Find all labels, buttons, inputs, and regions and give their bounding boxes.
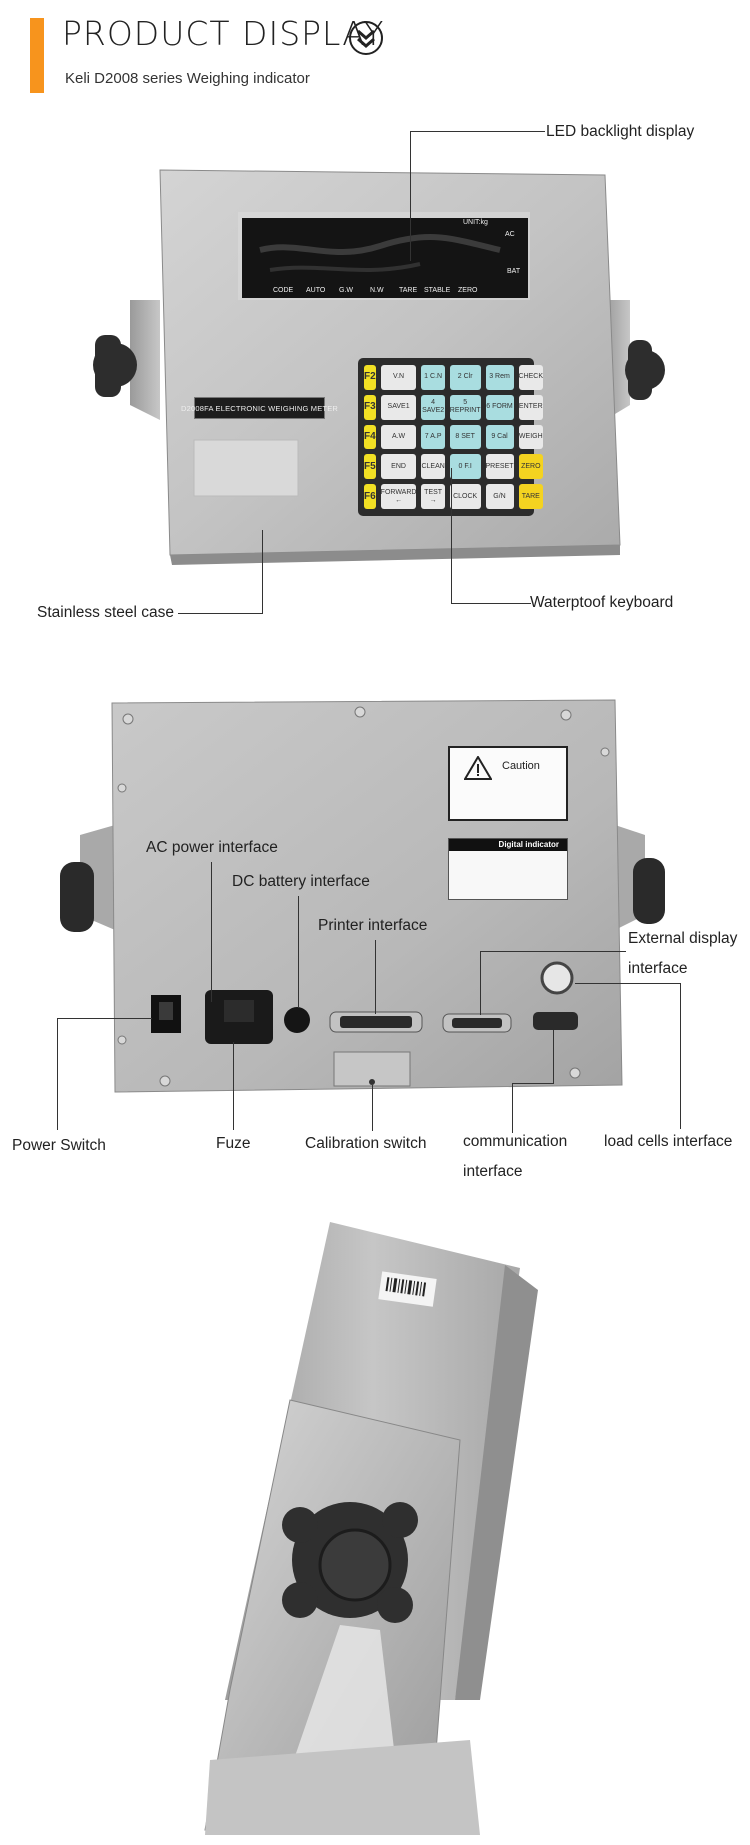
calibration-callout-label: Calibration switch: [305, 1135, 427, 1152]
display-unit-label: UNIT:kg: [463, 219, 488, 226]
communication-callout-label-2: interface: [463, 1163, 523, 1180]
key-2[interactable]: 2 Clr: [449, 365, 481, 390]
external-display-callout-drop: [480, 951, 481, 1015]
display-stable-label: STABLE: [424, 287, 451, 294]
back-view-image: [60, 699, 665, 1093]
display-auto-label: AUTO: [306, 287, 326, 294]
key-5[interactable]: 5 REPRINT: [449, 394, 481, 420]
key-tare[interactable]: TARE: [518, 484, 544, 509]
external-display-callout-line: [480, 951, 626, 952]
calibration-callout-line: [372, 1085, 373, 1131]
dc-battery-callout-label: DC battery interface: [232, 873, 370, 890]
key-4[interactable]: 4 SAVE2: [421, 394, 445, 420]
key-zero[interactable]: ZERO: [518, 454, 544, 480]
fuze-callout-label: Fuze: [216, 1135, 251, 1152]
led-callout-line: [410, 131, 545, 132]
caution-label: Caution: [448, 746, 568, 821]
header-accent-bar: [30, 18, 44, 93]
display-tare-label: TARE: [399, 287, 418, 294]
load-cells-callout-label: load cells interface: [604, 1133, 733, 1150]
key-f5[interactable]: F5: [364, 454, 376, 480]
key-forward[interactable]: FORWARD ←: [380, 484, 417, 509]
digital-indicator-title: Digital indicator: [449, 839, 567, 851]
key-0[interactable]: 0 F.I: [449, 454, 481, 480]
external-display-callout-label-2: interface: [628, 960, 688, 977]
communication-callout-label-1: communication: [463, 1133, 568, 1150]
key-clock[interactable]: CLOCK: [449, 484, 481, 509]
display-gw-label: G.W: [339, 287, 353, 294]
printer-callout-line: [375, 940, 376, 1014]
key-test[interactable]: TEST →: [421, 484, 445, 509]
display-bat-label: BAT: [507, 268, 521, 275]
key-3[interactable]: 3 Rem: [485, 365, 514, 390]
key-7[interactable]: 7 A.P: [421, 424, 445, 450]
power-switch-callout-line: [57, 1018, 152, 1019]
display-nw-label: N.W: [370, 287, 384, 294]
side-view-image: [204, 1222, 538, 1835]
key-f2[interactable]: F2: [364, 365, 376, 390]
external-display-callout-label-1: External display: [628, 930, 738, 947]
case-callout-line: [178, 613, 263, 614]
key-enter[interactable]: ENTER: [518, 394, 544, 420]
communication-callout-rise: [553, 1030, 554, 1084]
load-cells-callout-drop: [680, 983, 681, 1129]
keyboard-callout-drop: [451, 468, 452, 603]
warning-triangle-icon: [464, 756, 492, 780]
key-8[interactable]: 8 SET: [449, 424, 481, 450]
led-callout-drop: [410, 131, 411, 261]
keypad: F2 V.N 1 C.N 2 Clr 3 Rem CHECK F3 SAVE1 …: [358, 358, 544, 516]
model-nameplate: D2008FA ELECTRONIC WEIGHING METER: [181, 397, 338, 419]
power-switch-callout-drop: [57, 1018, 58, 1130]
communication-callout-line: [512, 1083, 554, 1084]
key-f6[interactable]: F6: [364, 484, 376, 509]
ac-power-callout-line: [211, 862, 212, 1002]
double-chevron-down-icon[interactable]: [348, 20, 384, 56]
key-check[interactable]: CHECK: [518, 365, 544, 390]
load-cells-callout-line: [575, 983, 681, 984]
key-6[interactable]: 6 FORM: [485, 394, 514, 420]
dc-battery-callout-line: [298, 896, 299, 1008]
communication-callout-drop: [512, 1083, 513, 1133]
key-f3[interactable]: F3: [364, 394, 376, 420]
page-subtitle: Keli D2008 series Weighing indicator: [65, 70, 310, 87]
key-1[interactable]: 1 C.N: [421, 365, 445, 390]
key-vn[interactable]: V.N: [380, 365, 417, 390]
digital-indicator-label: Digital indicator: [448, 838, 568, 900]
display-ac-label: AC: [505, 231, 515, 238]
page-title: PRODUCT DISPLAY: [62, 14, 385, 53]
power-switch-callout-label: Power Switch: [12, 1137, 106, 1154]
keyboard-callout-line: [451, 603, 531, 604]
key-end[interactable]: END: [380, 454, 417, 480]
key-weigh[interactable]: WEIGH: [518, 424, 544, 450]
key-clean[interactable]: CLEAN: [421, 454, 445, 480]
printer-callout-label: Printer interface: [318, 917, 428, 934]
caution-title: Caution: [502, 760, 540, 772]
display-code-label: CODE: [273, 287, 294, 294]
key-gn[interactable]: G/N: [485, 484, 514, 509]
key-save1[interactable]: SAVE1: [380, 394, 417, 420]
key-f4[interactable]: F4: [364, 424, 376, 450]
key-9[interactable]: 9 Cal: [485, 424, 514, 450]
display-zero-label: ZERO: [458, 287, 478, 294]
led-callout-label: LED backlight display: [546, 123, 695, 140]
case-callout-label: Stainless steel case: [37, 604, 174, 621]
keyboard-callout-label: Waterptoof keyboard: [530, 594, 674, 611]
case-callout-drop: [262, 530, 263, 613]
key-aw[interactable]: A.W: [380, 424, 417, 450]
ac-power-callout-label: AC power interface: [146, 839, 278, 856]
key-preset[interactable]: PRESET: [485, 454, 514, 480]
fuze-callout-line: [233, 1042, 234, 1130]
